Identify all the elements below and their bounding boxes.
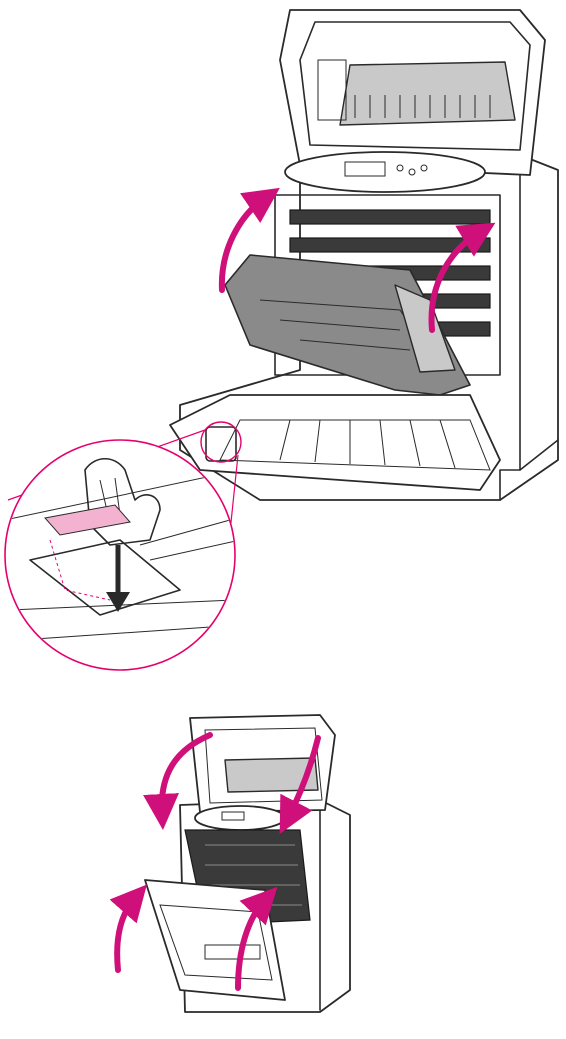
control-panel (285, 152, 485, 192)
arrow-close-door-left (117, 898, 135, 970)
front-door-open (170, 395, 500, 490)
figure-1-printer-open (5, 10, 558, 670)
figure-2-printer-closing (117, 715, 350, 1012)
